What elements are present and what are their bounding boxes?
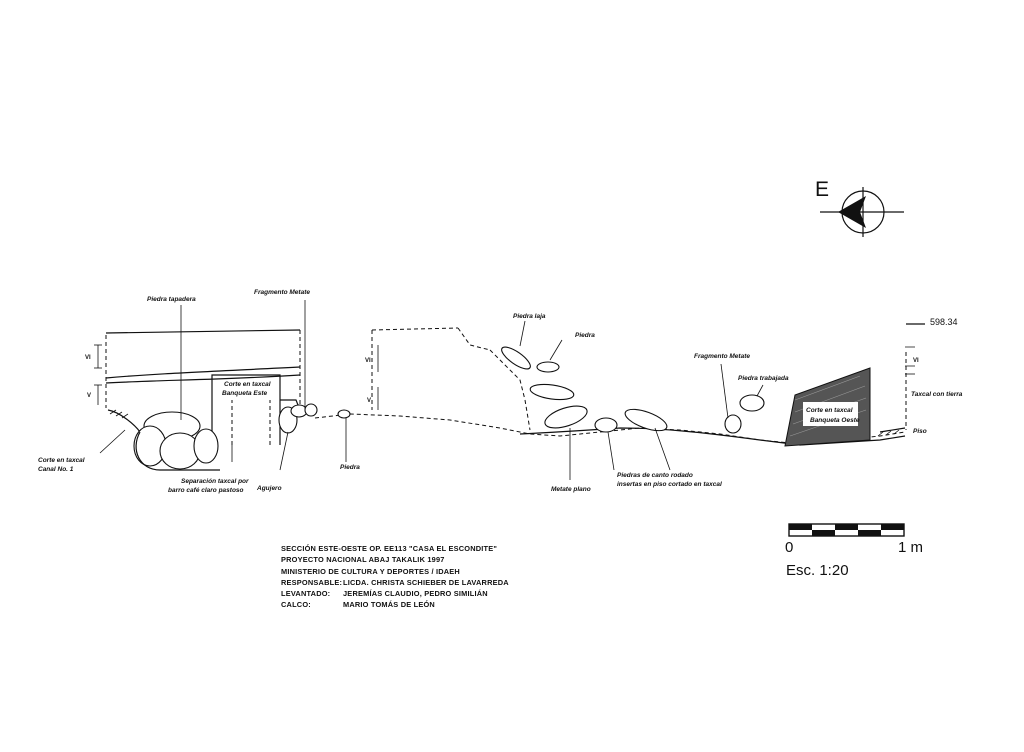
svg-text:Separación taxcal por: Separación taxcal por (181, 478, 249, 485)
svg-text:VI: VI (85, 355, 91, 361)
levantado-value: JEREMÍAS CLAUDIO, PEDRO SIMILIÁN (343, 589, 488, 599)
svg-text:VI: VI (913, 358, 919, 364)
north-arrow-icon (820, 187, 904, 237)
right-section: VI (784, 346, 919, 447)
svg-text:Canal No. 1: Canal No. 1 (38, 466, 74, 473)
floor-hatch (519, 427, 906, 446)
svg-text:Fragmento Metate: Fragmento Metate (694, 353, 750, 360)
title-line-1: SECCIÓN ESTE-OESTE OP. EE113 "CASA EL ES… (281, 544, 498, 553)
title-block: SECCIÓN ESTE-OESTE OP. EE113 "CASA EL ES… (281, 543, 641, 611)
svg-text:Corte en taxcal: Corte en taxcal (38, 457, 85, 464)
scale-label-one-meter: 1 m (898, 539, 924, 556)
middle-section (371, 327, 531, 431)
svg-text:Corte en taxcal: Corte en taxcal (224, 381, 271, 388)
calco-row: CALCO: MARIO TOMÁS DE LEÓN (281, 599, 641, 610)
svg-text:Fragmento Metate: Fragmento Metate (254, 289, 310, 296)
svg-text:Piedra laja: Piedra laja (513, 313, 546, 320)
scale-ratio: Esc. 1:20 (786, 562, 849, 579)
svg-text:Metate plano: Metate plano (551, 486, 591, 493)
levantado-key: LEVANTADO: (281, 589, 331, 599)
svg-text:VI: VI (365, 358, 371, 364)
scale-label-zero: 0 (785, 539, 794, 556)
level-markers-middle: VI V (365, 345, 379, 410)
svg-text:Piedra tapadera: Piedra tapadera (147, 296, 196, 303)
elevation-label: 598.34 (930, 317, 958, 327)
title-line-3: MINISTERIO DE CULTURA Y DEPORTES / IDAEH (281, 566, 460, 576)
leader-lines (99, 300, 764, 480)
title-line-2: PROYECTO NACIONAL ABAJ TAKALIK 1997 (281, 555, 445, 565)
svg-text:Piso: Piso (913, 428, 927, 435)
responsable-value: LICDA. CHRISTA SCHIEBER DE LAVARREDA (343, 577, 509, 587)
responsable-row: RESPONSABLE:LICDA. CHRISTA SCHIEBER DE L… (281, 577, 641, 588)
svg-text:Piedra: Piedra (575, 332, 595, 339)
svg-text:Agujero: Agujero (256, 485, 282, 492)
responsable-key: RESPONSABLE: (281, 577, 343, 587)
svg-text:Piedra trabajada: Piedra trabajada (738, 375, 789, 382)
scale-bar (788, 523, 905, 537)
left-section (105, 329, 318, 471)
svg-text:Piedras de canto rodado: Piedras de canto rodado (617, 472, 693, 479)
calco-key: CALCO: (281, 600, 311, 610)
svg-text:Piedra: Piedra (340, 464, 360, 471)
svg-text:Corte en taxcal: Corte en taxcal (806, 407, 853, 414)
drawing-labels: Piedra tapadera Fragmento Metate Corte e… (38, 289, 963, 494)
compass-letter: E (815, 178, 830, 201)
svg-text:Banqueta Este: Banqueta Este (222, 390, 268, 397)
level-markers-left: VI V (85, 344, 102, 405)
svg-text:Banqueta Oeste: Banqueta Oeste (810, 417, 860, 424)
svg-text:barro café claro pastoso: barro café claro pastoso (168, 487, 244, 494)
svg-text:Taxcal con tierra: Taxcal con tierra (911, 391, 963, 398)
svg-text:insertas en piso cortado en ta: insertas en piso cortado en taxcal (617, 481, 722, 488)
calco-value: MARIO TOMÁS DE LEÓN (343, 600, 435, 610)
middle-stones (337, 346, 765, 434)
svg-text:V: V (87, 393, 91, 399)
svg-text:V: V (367, 398, 371, 404)
levantado-row: LEVANTADO: JEREMÍAS CLAUDIO, PEDRO SIMILI… (281, 588, 641, 599)
